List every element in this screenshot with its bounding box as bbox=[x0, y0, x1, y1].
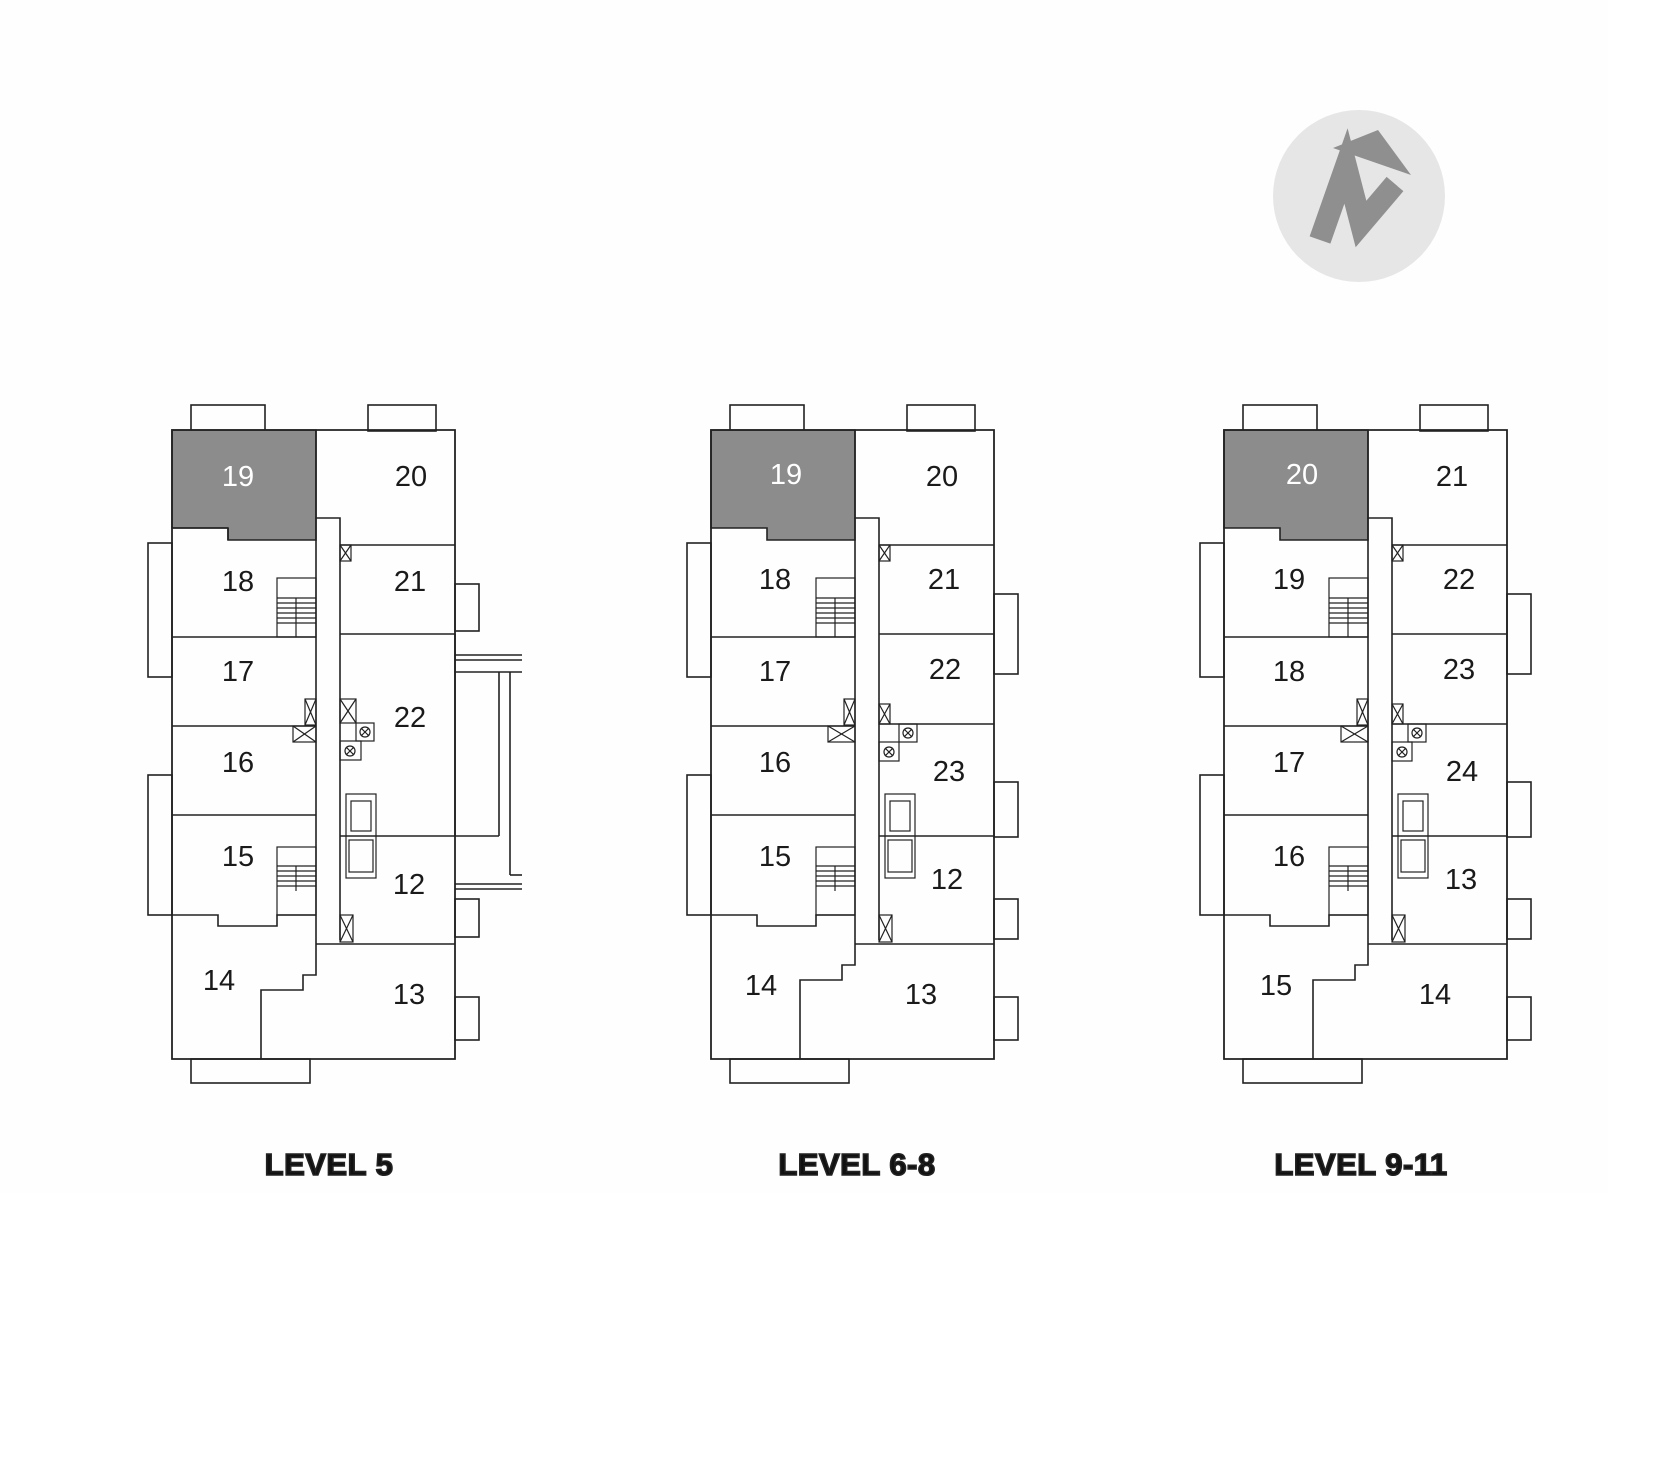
unit-number-label: 21 bbox=[394, 566, 426, 598]
unit-number-label: 18 bbox=[222, 566, 254, 598]
unit-number-label: 14 bbox=[203, 965, 235, 997]
unit-number-label: 24 bbox=[1446, 756, 1478, 788]
floor-plan-level-9-11: 20 21 19 22 18 23 17 24 16 13 15 14 LEVEL 9-11 bbox=[1199, 404, 1532, 1183]
unit-number-label: 20 bbox=[926, 461, 958, 493]
unit-number-label: 13 bbox=[905, 979, 937, 1011]
unit-number-label: 19 bbox=[770, 459, 802, 491]
unit-labels: 19 20 18 21 17 22 16 23 15 12 14 13 bbox=[745, 459, 965, 1011]
unit-number-label: 18 bbox=[759, 564, 791, 596]
unit-number-label: 16 bbox=[222, 747, 254, 779]
unit-number-label: 15 bbox=[1260, 970, 1292, 1002]
unit-number-label: 19 bbox=[222, 461, 254, 493]
unit-number-label: 18 bbox=[1273, 656, 1305, 688]
compass-arrow-head bbox=[1333, 130, 1411, 175]
unit-labels: 19 20 18 21 17 22 16 15 12 14 13 bbox=[203, 461, 427, 1011]
unit-number-label: 13 bbox=[1445, 864, 1477, 896]
unit-number-label: 17 bbox=[1273, 747, 1305, 779]
unit-number-label: 15 bbox=[759, 841, 791, 873]
unit-number-label: 17 bbox=[222, 656, 254, 688]
level-title: LEVEL 5 bbox=[265, 1147, 394, 1182]
floor-plan-level-5: 19 20 18 21 17 22 16 15 12 14 13 LEVEL 5 bbox=[147, 404, 522, 1183]
floor-plan-level-6-8: 19 20 18 21 17 22 16 23 15 12 14 13 LEVEL 6-8 bbox=[686, 404, 1019, 1183]
unit-number-label: 20 bbox=[1286, 459, 1318, 491]
unit-number-label: 21 bbox=[928, 564, 960, 596]
north-arrow-icon bbox=[1273, 110, 1445, 282]
unit-labels: 20 21 19 22 18 23 17 24 16 13 15 14 bbox=[1260, 459, 1478, 1011]
unit-number-label: 15 bbox=[222, 841, 254, 873]
level-title: LEVEL 9-11 bbox=[1274, 1147, 1447, 1182]
unit-number-label: 20 bbox=[395, 461, 427, 493]
unit-number-label: 14 bbox=[745, 970, 777, 1002]
unit-number-label: 13 bbox=[393, 979, 425, 1011]
compass-n-letter bbox=[1309, 128, 1404, 248]
unit-number-label: 22 bbox=[929, 654, 961, 686]
unit-number-label: 17 bbox=[759, 656, 791, 688]
unit-number-label: 16 bbox=[1273, 841, 1305, 873]
unit-number-label: 16 bbox=[759, 747, 791, 779]
unit-number-label: 23 bbox=[933, 756, 965, 788]
unit-number-label: 22 bbox=[394, 702, 426, 734]
level-title: LEVEL 6-8 bbox=[778, 1147, 935, 1182]
unit-number-label: 19 bbox=[1273, 564, 1305, 596]
unit-number-label: 14 bbox=[1419, 979, 1451, 1011]
unit-number-label: 22 bbox=[1443, 564, 1475, 596]
unit-number-label: 12 bbox=[393, 869, 425, 901]
unit-number-label: 23 bbox=[1443, 654, 1475, 686]
unit-number-label: 21 bbox=[1436, 461, 1468, 493]
unit-number-label: 12 bbox=[931, 864, 963, 896]
